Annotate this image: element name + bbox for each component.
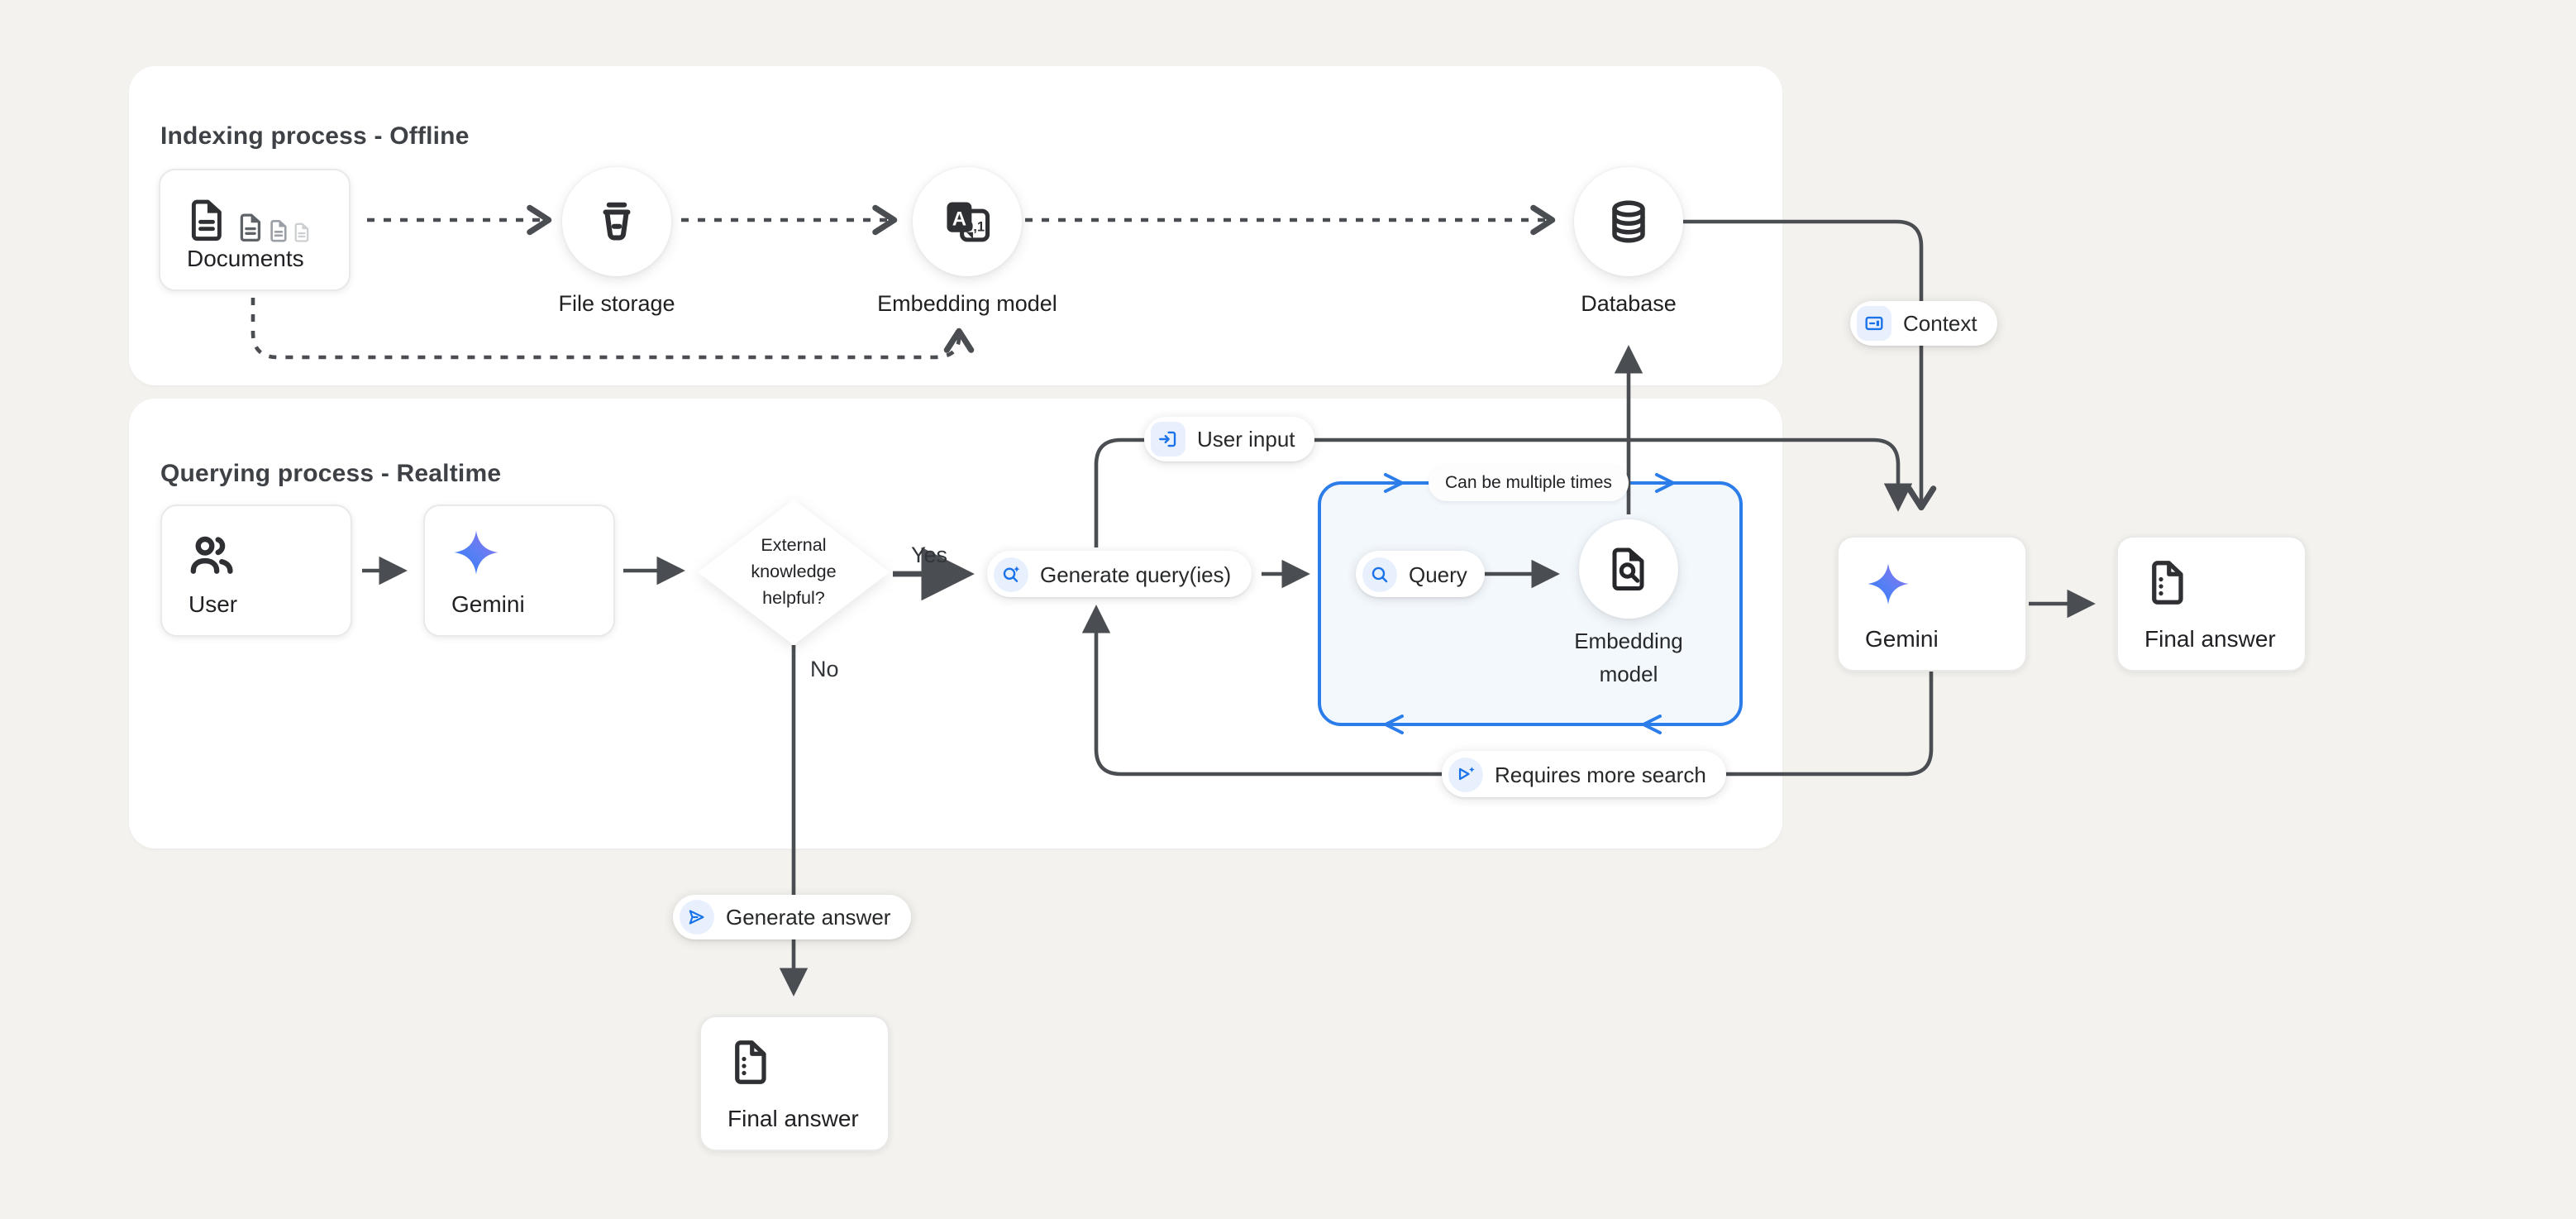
requires-more-search-label: Requires more search [1495,762,1706,786]
document-search-icon [1612,547,1644,590]
decision-diamond: External knowledge helpful? [698,500,890,645]
documents-node: Documents [159,169,351,291]
gemini-right-node: Gemini [1837,536,2027,672]
arrow-user-input-to-gemini [1094,437,1913,547]
embedding-model-online-label: Embedding model [1574,625,1683,690]
requires-more-search-pill: Requires more search [1442,751,1726,797]
arrow-requires-more-search-loop [1081,605,1934,777]
embedding-letter: A [952,208,966,231]
branch-spark-icon [1448,757,1483,791]
user-node: User [160,504,352,637]
loopbox-chevron-bottom-right [1642,715,1662,734]
user-label: User [188,590,238,617]
final-answer-bottom-node: Final answer [699,1016,890,1151]
retrieval-loop-box [1318,481,1743,726]
query-label: Query [1409,562,1467,586]
storage-bucket-icon [603,202,631,241]
arrow-documents-to-embedding-loop [250,298,975,360]
generate-query-pill: Generate query(ies) [987,551,1252,597]
input-icon [1151,422,1185,457]
embedding-model-online-node [1579,519,1678,619]
gemini-star-icon [1865,561,1911,607]
decision-line1: External [761,535,827,556]
file-text-icon [2143,557,2192,607]
embedding-online-line2: model [1599,661,1658,686]
gemini-left-label: Gemini [451,590,525,617]
indexing-panel-title: Indexing process - Offline [160,122,470,151]
send-icon [680,900,714,935]
arrow-database-context-to-gemini [1683,219,1937,511]
querying-panel-title: Querying process - Realtime [160,460,502,489]
embedding-translate-icon: 0,1 A [947,202,990,242]
user-group-icon [185,529,238,582]
embedding-model-offline-label: Embedding model [877,291,1057,316]
can-multiple-times-pill: Can be multiple times [1429,465,1629,501]
generate-query-label: Generate query(ies) [1040,562,1232,586]
gemini-left-node: Gemini [423,504,615,637]
generate-answer-label: Generate answer [726,905,891,930]
loopbox-chevron-top-right [1655,473,1675,493]
loopbox-chevron-bottom-left [1384,715,1404,734]
search-spark-icon [994,557,1028,591]
loopbox-chevron-top-left [1384,473,1404,493]
embedding-online-line1: Embedding [1574,629,1683,653]
context-icon [1857,306,1891,341]
embedding-model-offline-node: 0,1 A [913,167,1022,276]
can-multiple-times-label: Can be multiple times [1445,473,1612,493]
query-pill: Query [1356,551,1486,597]
database-node [1574,167,1683,276]
gemini-right-label: Gemini [1865,625,1939,652]
context-pill: Context [1850,301,1997,346]
documents-label: Documents [187,245,304,271]
search-icon [1362,557,1397,591]
decision-line3: helpful? [762,589,825,610]
decision-line2: knowledge [751,562,837,582]
yes-label: Yes [911,543,948,567]
file-storage-label: File storage [558,291,675,316]
file-storage-node [562,167,671,276]
database-label: Database [1581,291,1677,316]
database-icon [1612,200,1645,243]
gemini-star-icon [451,528,501,577]
no-label: No [810,657,839,681]
final-answer-right-label: Final answer [2144,625,2276,652]
file-text-icon [726,1037,775,1087]
final-answer-bottom-label: Final answer [727,1105,859,1131]
user-input-label: User input [1197,427,1295,452]
generate-answer-pill: Generate answer [673,895,911,939]
context-pill-label: Context [1903,311,1977,336]
user-input-pill: User input [1144,417,1315,461]
documents-icon [184,190,312,246]
final-answer-right-node: Final answer [2116,536,2306,672]
